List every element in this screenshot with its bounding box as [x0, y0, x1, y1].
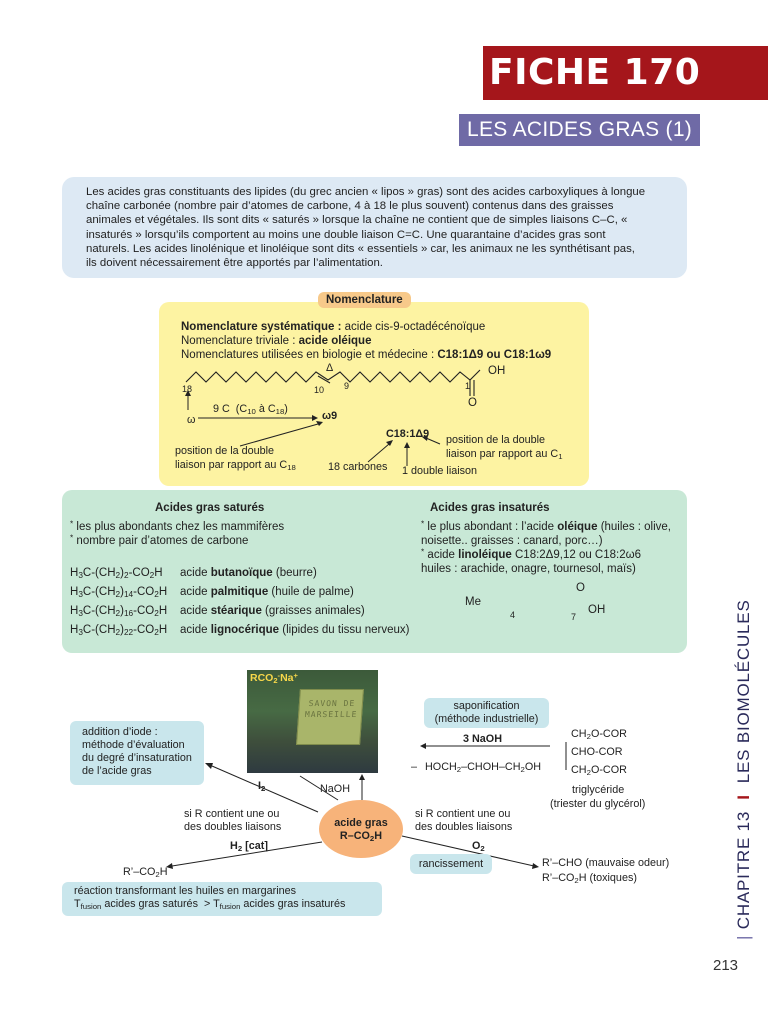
saturated-row: H3C-(CH2)2-CO2H	[70, 567, 163, 581]
fatty-acid-center	[319, 800, 403, 858]
intro-line: naturels. Les acides linolénique et lino…	[86, 242, 635, 255]
delta-symbol: Δ	[326, 362, 334, 374]
nomenclature-box	[159, 302, 589, 486]
naoh3-label: 3 NaOH	[463, 733, 503, 745]
intro-line: Les acides gras constituants des lipides…	[86, 186, 646, 198]
if-left-1: si R contient une ou	[184, 808, 280, 820]
glycerol: HOCH2–CHOH–CH2OH	[425, 761, 542, 774]
iodine-box: addition d’iode : méthode d’évaluation d…	[70, 721, 204, 785]
unsaturated-line: huiles : arachide, onagre, tournesol, ma…	[421, 563, 636, 575]
pos-right-2: liaison par rapport au C1	[446, 448, 563, 461]
carbons-18: 18 carbones	[328, 461, 388, 473]
rco2na-label: RCO2-Na+	[250, 670, 298, 685]
right-product-2: R’–CO2H (toxiques)	[542, 872, 637, 885]
saturated-row-name: acide lignocérique (lipides du tissu ner…	[180, 624, 410, 636]
page-number: 213	[713, 957, 739, 974]
linoleic-o: O	[576, 582, 585, 594]
page-subtitle: LES ACIDES GRAS (1)	[459, 114, 701, 146]
if-right-1: si R contient une ou	[415, 808, 511, 820]
carbon-1: 1	[465, 381, 471, 391]
soap-text: SAVON DE MARSEILLE	[304, 699, 358, 719]
if-left-2: des doubles liaisons	[184, 821, 282, 833]
intro-box: Les acides gras constituants des lipides…	[62, 177, 687, 278]
omega9-label: ω9	[322, 410, 338, 422]
linoleic-sub7: 7	[571, 612, 577, 622]
oleic-chain	[185, 369, 481, 383]
omega-label: ω	[187, 414, 196, 426]
systematic-name: Nomenclature systématique : acide cis-9-…	[181, 321, 486, 333]
h2-label: H2 [cat]	[230, 840, 268, 853]
c18-delta9-label: C18:1Δ9	[386, 428, 430, 440]
pos-left-2: liaison par rapport au C18	[175, 459, 296, 472]
triglyceride-sub: (triester du glycérol)	[550, 798, 646, 810]
intro-line: animales et végétales. Ils sont dits « s…	[86, 214, 628, 227]
saturated-row: H3C-(CH2)16-CO2H	[70, 605, 168, 619]
unsaturated-line: * acide linoléique C18:2Δ9,12 ou C18:2ω6	[421, 547, 641, 561]
right-product-1: R’–CHO (mauvaise odeur)	[542, 857, 670, 869]
glycerol-plus: –	[411, 761, 418, 773]
rancid-box: rancissement	[410, 854, 492, 874]
soap-photo: RCO2-Na+ SAVON DE MARSEILLE	[247, 670, 378, 773]
pos-right-1: position de la double	[446, 434, 546, 446]
oleic-oh: OH	[488, 365, 506, 377]
triglyceride-l1: CH2O-COR	[571, 728, 627, 741]
unsaturated-line: noisette.. graisses : canard, porc…)	[421, 535, 603, 547]
o2-label: O2	[472, 840, 485, 853]
fatty-acids-box	[62, 490, 687, 653]
intro-line: chaîne carbonée (nombre pair d’atomes de…	[86, 200, 614, 213]
center-label: acide gras R–CO2H	[334, 817, 388, 843]
unsaturated-line: * le plus abondant : l’acide oléique (hu…	[421, 519, 671, 533]
saturated-bullet: * les plus abondants chez les mammifères	[70, 519, 285, 533]
linoleic-me: Me	[465, 596, 481, 608]
saturated-row: H3C-(CH2)22-CO2H	[70, 624, 168, 638]
bio-name: Nomenclatures utilisées en biologie et m…	[181, 349, 552, 361]
carbon-9: 9	[344, 381, 350, 391]
naoh-label: NaOH	[320, 783, 350, 795]
unsaturated-title: Acides gras insaturés	[430, 502, 550, 514]
saturated-row-name: acide stéarique (graisses animales)	[180, 605, 365, 617]
saturated-row-name: acide palmitique (huile de palme)	[180, 586, 354, 598]
triglyceride-name: triglycéride	[572, 784, 625, 796]
saturated-title: Acides gras saturés	[155, 502, 265, 514]
saponification-box: saponification (méthode industrielle)	[424, 698, 549, 728]
fiche-title: FICHE 170	[483, 46, 768, 100]
i2-label: I2	[258, 780, 266, 793]
linoleic-sub4: 4	[510, 610, 516, 620]
one-double-bond: 1 double liaison	[402, 465, 478, 477]
if-right-2: des doubles liaisons	[415, 821, 513, 833]
nomenclature-badge: Nomenclature	[318, 292, 411, 308]
saturated-row-name: acide butanoïque (beurre)	[180, 567, 317, 579]
carbon-18: 18	[182, 384, 193, 394]
soap-bar: SAVON DE MARSEILLE	[296, 689, 364, 745]
left-product: R’–CO2H	[123, 866, 168, 879]
triglyceride-l3: CH2O-COR	[571, 764, 627, 777]
saturated-bullet: * nombre pair d’atomes de carbone	[70, 533, 249, 547]
saturated-row: H3C-(CH2)14-CO2H	[70, 586, 168, 600]
linoleic-oh: OH	[588, 604, 606, 616]
margarine-box: réaction transformant les huiles en marg…	[62, 882, 382, 916]
triglyceride-l2: CHO-COR	[571, 746, 623, 758]
intro-line: insaturés » lorsqu’ils comportent au moi…	[86, 228, 606, 241]
nine-carbons: 9 C (C10 à C18)	[213, 403, 288, 416]
intro-line: ils doivent nécessairement être apportés…	[86, 257, 383, 270]
oleic-o: O	[468, 397, 477, 409]
trivial-name: Nomenclature triviale : acide oléique	[181, 335, 372, 347]
chapter-sidebar: | CHAPITRE 13 I LES BIOMOLÉCULES	[734, 599, 753, 940]
pos-left-1: position de la double	[175, 445, 275, 457]
carbon-10: 10	[314, 385, 325, 395]
